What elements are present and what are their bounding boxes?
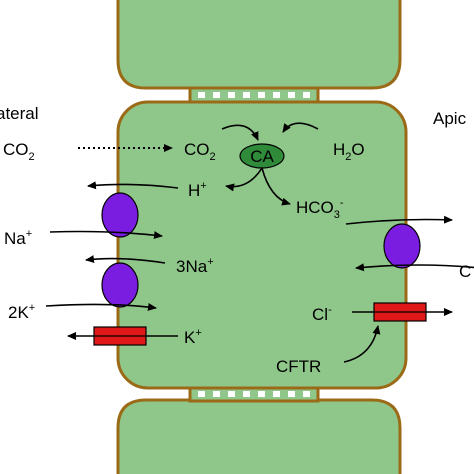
potassium-entry-arrow — [45, 302, 157, 311]
co2-outside-label: CO2 — [3, 140, 35, 163]
junction-gap — [243, 92, 250, 98]
sodium-outside-label: Na+ — [4, 228, 32, 248]
junction-gap — [213, 391, 220, 397]
basolateral-label: ateral — [0, 104, 39, 123]
basolateral-exchanger-oval-transporter-icon — [101, 192, 139, 238]
junction-gap — [258, 92, 265, 98]
ca-to-proton-arrow — [225, 167, 263, 192]
sodium-entry-arrow — [49, 230, 163, 240]
junction-gap — [273, 92, 280, 98]
bicarbonate-label: HCO3- — [296, 197, 344, 221]
junction-gap — [303, 391, 310, 397]
junction-gap — [213, 92, 220, 98]
junction-gap — [258, 391, 265, 397]
chloride-outside-label: C — [459, 262, 471, 281]
bottom-neighbor-cell — [116, 398, 402, 474]
junction-gap — [228, 92, 235, 98]
junction-gap — [288, 92, 295, 98]
cftr-label: CFTR — [276, 357, 321, 376]
proton-exit-arrow — [87, 181, 179, 190]
junction-gap — [198, 92, 205, 98]
junction-gap — [228, 391, 235, 397]
water-label: H2O — [333, 140, 365, 163]
sodium-inside-label: 3Na+ — [176, 256, 214, 276]
potassium-inside-label: K+ — [184, 327, 202, 347]
top-neighbor-cell — [116, 0, 402, 90]
junction-gap — [273, 391, 280, 397]
cftr-label-arrow — [343, 325, 381, 363]
sodium-exit-arrow — [85, 255, 166, 264]
bottom-junction-gaps — [198, 391, 310, 397]
potassium-outside-label: 2K+ — [8, 302, 35, 322]
apical-label: Apic — [433, 109, 467, 128]
junction-gap — [303, 92, 310, 98]
top-junction-gaps — [198, 92, 310, 98]
sodium-potassium-pump-oval-transporter-icon — [101, 262, 139, 308]
junction-gap — [243, 391, 250, 397]
bicarbonate-exit-arrow — [345, 215, 453, 225]
chloride-entry-arrow — [355, 263, 474, 272]
junction-gap — [288, 391, 295, 397]
ca-to-bicarbonate-arrow — [261, 167, 291, 206]
junction-gap — [198, 391, 205, 397]
proton-label: H+ — [188, 180, 207, 200]
chloride-inside-label: Cl- — [312, 304, 332, 324]
apical-exchanger-oval-transporter-icon — [383, 223, 421, 269]
water-to-ca-arrow — [282, 122, 319, 133]
co2-to-ca-arrow — [221, 124, 259, 141]
ca-label: CA — [250, 147, 274, 166]
co2-inside-label: CO2 — [184, 140, 216, 163]
